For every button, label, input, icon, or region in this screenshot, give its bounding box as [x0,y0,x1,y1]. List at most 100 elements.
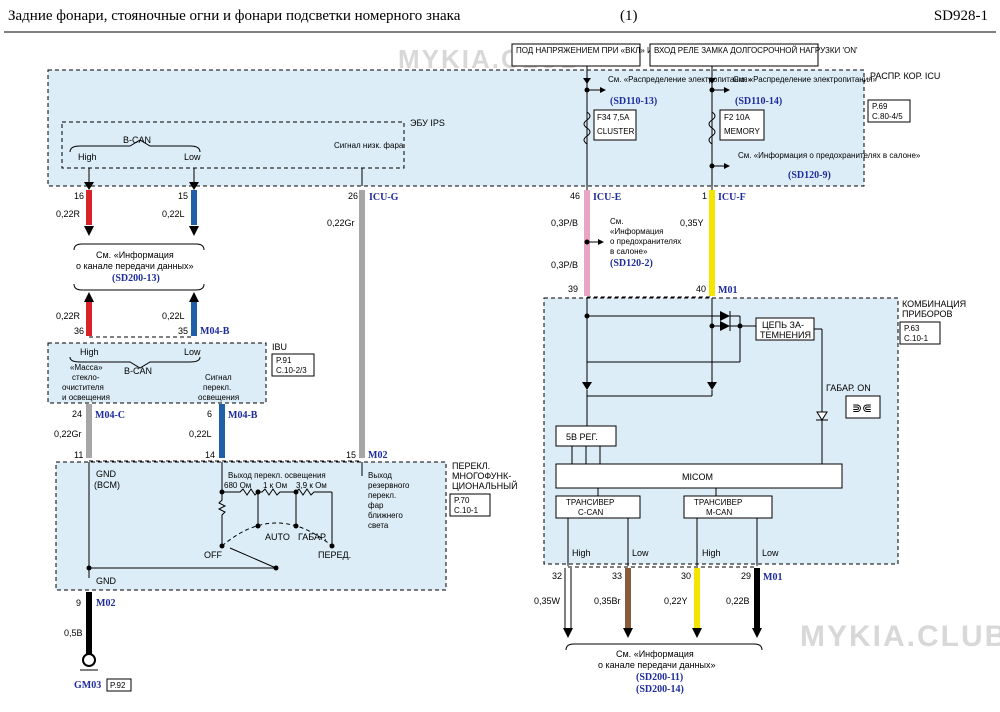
pin-icu-e: ICU-E [593,192,622,203]
cluster-micom: MICOM [682,472,713,482]
pin-m01b: M01 [763,572,782,583]
mfs-gnd: GND [96,576,117,586]
icu-see-power1: См. «Распределение электропитания» [608,75,752,84]
mcan-box [683,495,773,519]
mfs-name3: ЦИОНАЛЬНЫЙ [452,480,518,491]
pin-gm03: GM03 [74,680,101,691]
fuse-memory-icon [708,111,716,145]
wire-03pb2: 0,3P/B [551,260,578,270]
mfs-reserve5: ближнего [368,511,403,520]
mfs-switch-lever [229,547,277,569]
pin-1: 1 [702,191,707,201]
wire-035y: 0,35Y [680,218,704,228]
wire-022gr2: 0,22Gr [54,429,82,439]
ccan-box [555,495,641,519]
ibu-sig3: освещения [198,393,239,402]
ibu-mass1: «Масса» [70,363,103,372]
mfs-ref-sheet: C.10-1 [454,506,479,515]
see-fuses2-2: «Информация [610,227,663,236]
pin-m04b2: M04-B [228,410,258,421]
pin-33: 33 [612,571,622,581]
pin-36: 36 [74,326,84,336]
pin-m04c: M04-C [95,410,125,421]
wire-022r2: 0,22R [56,311,81,321]
cluster-tc2: C-CAN [578,508,604,517]
wire-label-035br: 0,35Br [594,596,621,606]
cluster-ref-box [899,321,941,345]
mfs-r1: 680 Ом [224,481,251,490]
ibu-box [47,342,267,404]
cluster-high2: High [702,548,721,558]
mfs-pered: ПЕРЕД. [318,550,351,560]
icu-ref-box [867,99,911,123]
pin-m04b: M04-B [200,326,230,337]
arrow-035br [623,628,633,638]
arrow-up-high [84,292,94,302]
icu-see-fuses-code: (SD120-9) [788,170,831,181]
icu-fuse1-name: CLUSTER [597,127,635,136]
see-fuses2-code: (SD120-2) [610,258,653,269]
cluster-tc1: ТРАНСИВЕР [566,498,614,507]
pin-46: 46 [570,191,580,201]
see-can2-brace [565,643,763,651]
icu-signal: Сигнал низк. фара [334,141,404,150]
ibu-low: Low [184,347,201,357]
pin-40: 40 [696,284,706,294]
mfs-ref-page: P.70 [454,496,470,505]
mfs-reserve3: перекл. [368,491,396,500]
arrow-up-low [189,292,199,302]
arrow-relay [708,78,716,84]
see-can2-text2: о канале передачи данных» [598,660,716,670]
wire-03pb: 0,3P/B [551,218,578,228]
pin-6: 6 [207,409,212,419]
wire-022l3: 0,22L [189,429,212,439]
ground-icon [82,653,96,667]
pin-11: 11 [74,450,83,460]
see-can1-code: (SD200-13) [112,273,160,284]
icu-see3-arrow [724,163,730,169]
mfs-auto-contact [255,523,261,529]
mfs-resistor-v [217,492,227,520]
pin-m02b: M02 [96,598,115,609]
page-number: (1) [620,8,638,24]
pin-26: 26 [348,191,358,201]
pin-15b: 15 [346,450,356,460]
pin-icu-g: ICU-G [369,192,399,203]
gm03-ref-box [106,678,132,692]
power-relay-label: ВХОД РЕЛЕ ЗАМКА ДОЛГОСРОЧНОЙ НАГРУЗКИ 'O… [654,46,858,55]
wire-022gr: 0,22Gr [327,218,355,228]
pin-32: 32 [552,571,562,581]
mfs-reserve4: фар [368,501,384,510]
see-can1-text1: См. «Информация [96,250,174,260]
pin-m01: M01 [718,285,737,296]
page-code: SD928-1 [933,8,988,24]
icu-see2-arrow [724,87,730,93]
icu-low: Low [184,152,201,162]
see-can1-brace-top [73,243,205,251]
pin-35: 35 [178,326,188,336]
cluster-gabar-on: ГАБАР. ON [826,383,871,393]
ibu-ref-sheet: C.10-2/3 [276,366,307,375]
cluster-reg: 5В РЕГ. [566,432,598,442]
arrow-icu-high [84,182,94,190]
icu-see-power2: См. «Распределение электропитания» [733,75,877,84]
diode-2 [720,321,730,331]
led-icon [816,411,828,421]
ibu-bcan: B-CAN [124,366,152,376]
mfs-r3: 3,9 к Ом [296,481,327,490]
cluster-name2: ПРИБОРОВ [902,309,953,319]
power-ign-box [511,43,641,67]
cluster-ref-sheet: C.10-1 [904,334,929,343]
pin-29: 29 [741,571,751,581]
ibu-sig2: перекл. [203,383,231,392]
icu-ips-box [61,121,405,169]
wire-label-022y: 0,22Y [664,596,688,606]
pin-30: 30 [681,571,691,581]
gabar-lamp-icon: ⋑⋐ [852,401,872,415]
pin-p92: P.92 [110,681,126,690]
wire-022r: 0,22R [56,209,81,219]
mfs-r2: 1 к Ом [263,481,287,490]
icu-bcan: B-CAN [123,135,151,145]
icu-see-fuses: См. «Информация о предохранителях в сало… [738,151,921,160]
see-can1-text2: о канале передачи данных» [76,261,194,271]
